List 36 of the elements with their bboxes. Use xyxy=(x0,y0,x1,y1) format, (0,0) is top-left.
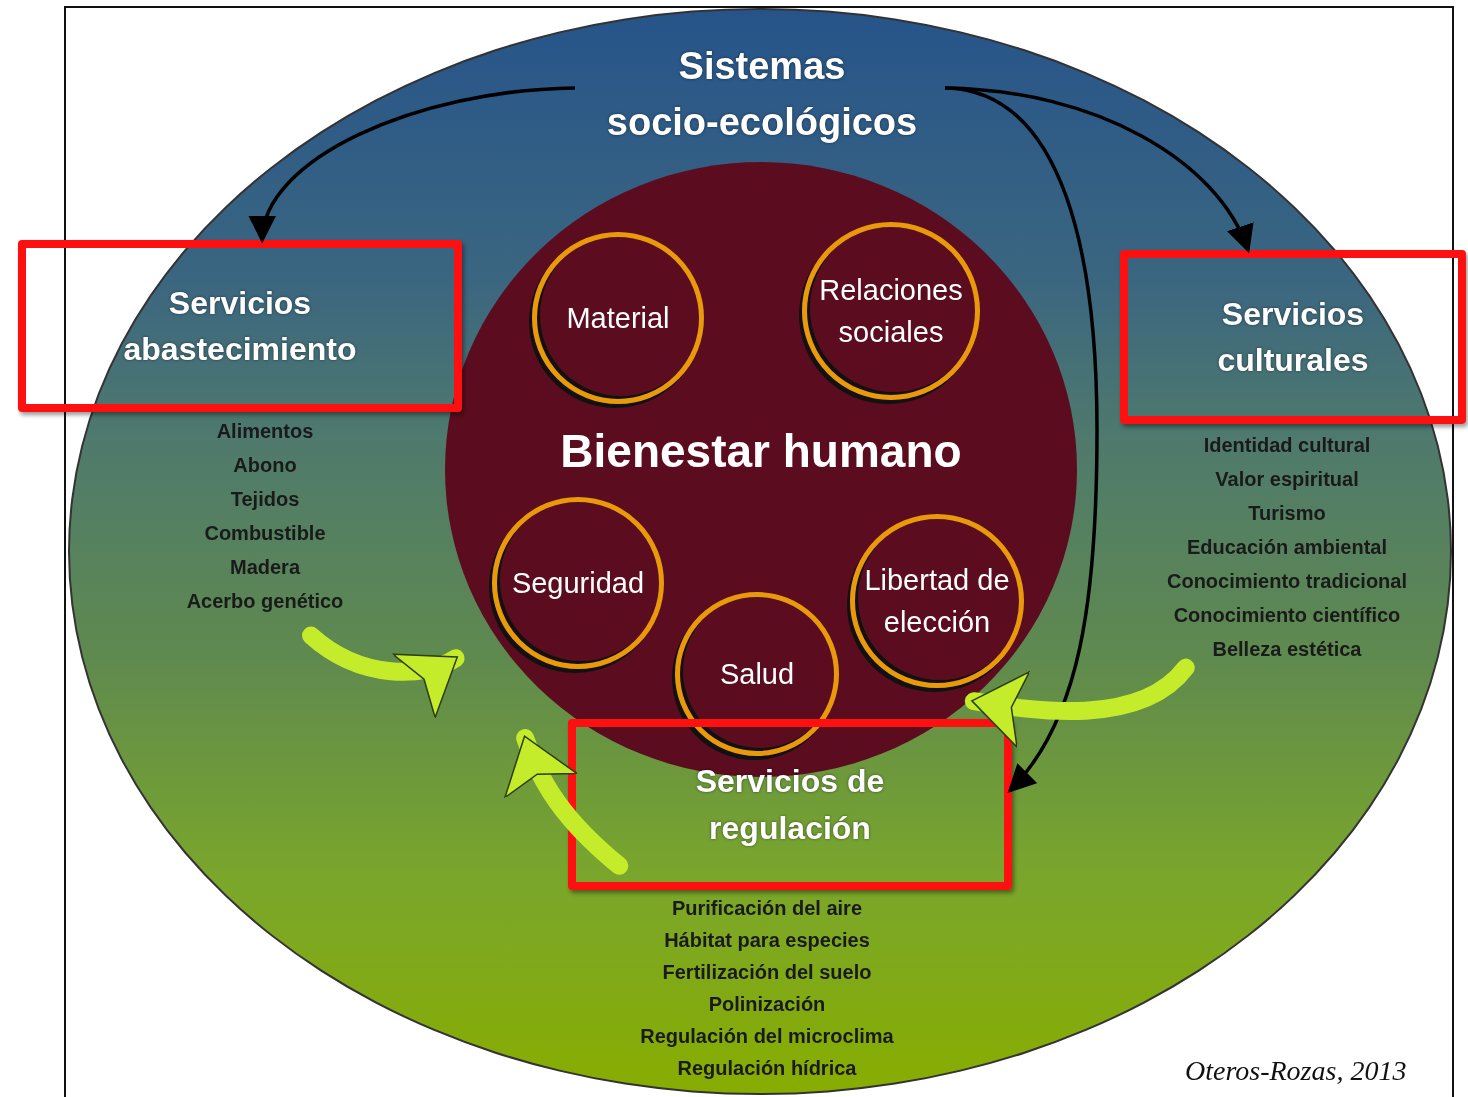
list-item: Hábitat para especies xyxy=(663,928,871,953)
highlight-box xyxy=(568,719,1012,890)
list-item: Fertilización del suelo xyxy=(661,960,873,985)
list-item: Regulación del microclima xyxy=(639,1024,895,1049)
circle-label: Salud xyxy=(719,656,795,692)
arrow xyxy=(944,86,1099,794)
list-item: Abono xyxy=(232,453,298,478)
category-title: Servicios abastecimiento xyxy=(122,283,358,369)
title-text: Sistemas socio-ecológicos xyxy=(605,44,919,145)
list-item: Turismo xyxy=(1247,501,1327,526)
list-item: Polinización xyxy=(707,992,827,1017)
block-arrow xyxy=(505,729,629,875)
highlight-box xyxy=(18,240,462,412)
center-title: Bienestar humano xyxy=(559,424,963,478)
circle-label: Libertad de elección xyxy=(863,562,1011,640)
block-arrow xyxy=(964,658,1195,748)
category-title: Servicios culturales xyxy=(1216,294,1370,380)
block-arrow xyxy=(302,626,465,717)
list-item: Conocimiento científico xyxy=(1172,603,1402,628)
category-title: Servicios de regulación xyxy=(694,762,886,848)
list-item: Identidad cultural xyxy=(1202,433,1372,458)
circle-label: Seguridad xyxy=(511,565,645,601)
circle-label: Material xyxy=(566,300,670,336)
list-item: Madera xyxy=(229,555,302,580)
list-item: Regulación hídrica xyxy=(676,1056,858,1081)
list-item: Alimentos xyxy=(215,419,315,444)
list-item: Combustible xyxy=(203,521,327,546)
list-item: Valor espiritual xyxy=(1214,467,1360,492)
list-item: Educación ambiental xyxy=(1185,535,1389,560)
list-item: Acerbo genético xyxy=(185,589,345,614)
list-item: Conocimiento tradicional xyxy=(1166,569,1408,594)
list-item: Belleza estética xyxy=(1211,637,1363,662)
circle-label: Relaciones sociales xyxy=(818,272,964,350)
list-item: Purificación del aire xyxy=(670,896,864,921)
list-item: Tejidos xyxy=(229,487,301,512)
credit-text: Oteros-Rozas, 2013 xyxy=(1185,1055,1407,1087)
